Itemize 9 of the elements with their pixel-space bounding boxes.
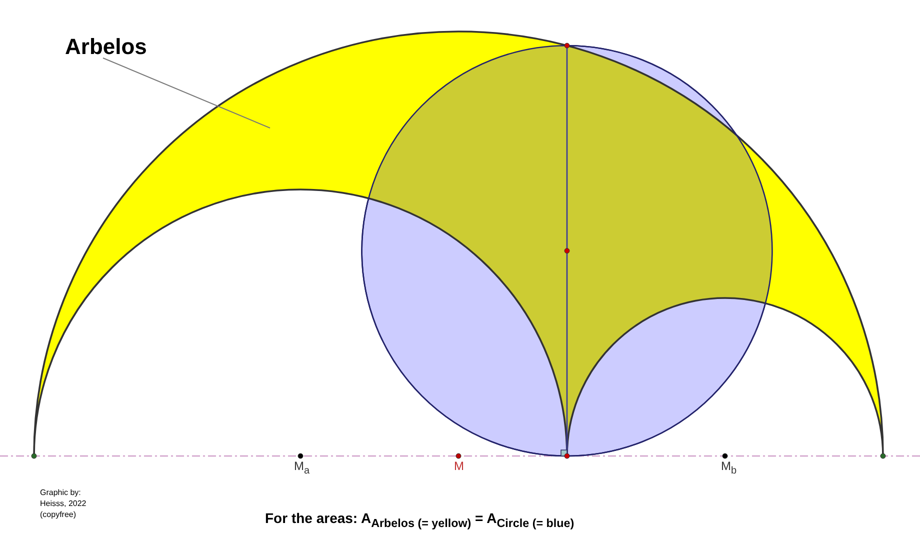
leader-line [102, 58, 270, 128]
area-formula: For the areas: A$_{Arbelos (= yellow)}$ = A$_{Circle (= blue)}$ [265, 511, 574, 530]
credit-text: (copyfree) [40, 511, 76, 519]
credit-text: Graphic by: [40, 489, 81, 497]
credit-text: Heisss, 2022 [40, 500, 86, 508]
point-label: M [454, 460, 464, 472]
point-label: M$_{b}$ [721, 460, 737, 476]
area-label: Arbelos [65, 36, 147, 58]
point-label: M$_{a}$ [294, 460, 310, 476]
